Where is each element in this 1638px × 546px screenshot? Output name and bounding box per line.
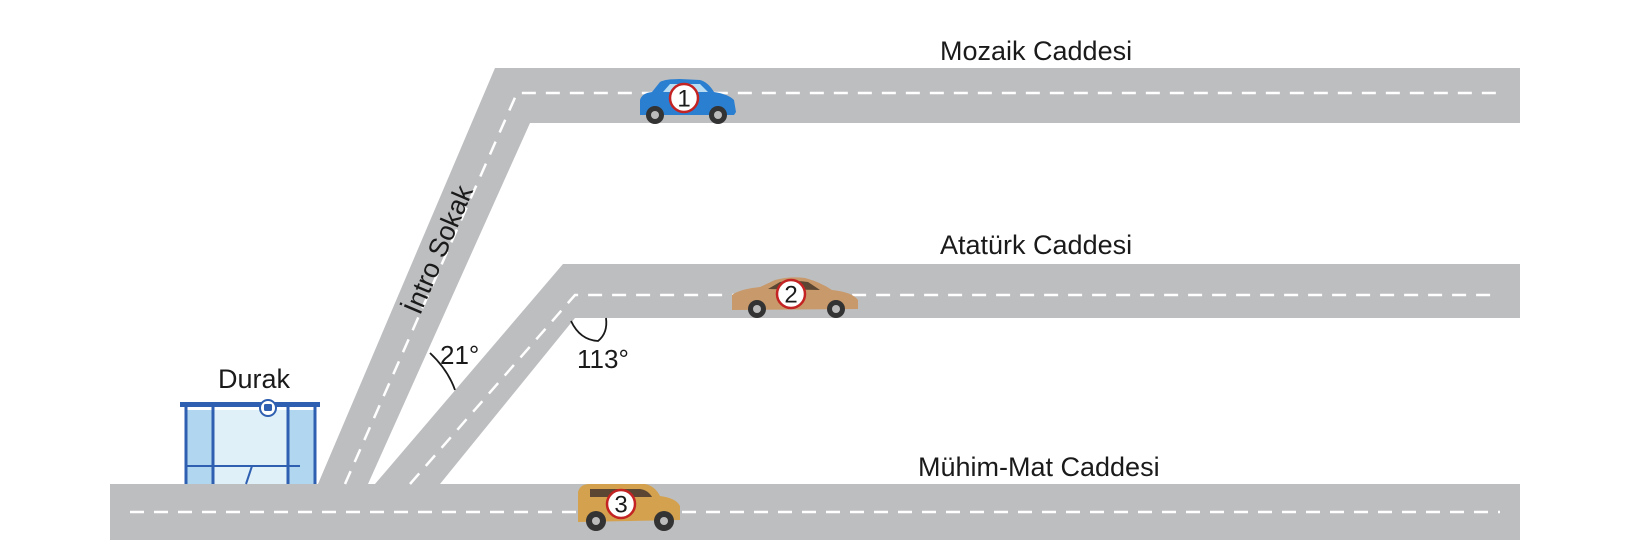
car-1-wheel-front-hub xyxy=(714,111,722,119)
shelter-glass-left xyxy=(186,410,213,484)
angle-21-arc xyxy=(429,352,456,391)
car-1-number-badge xyxy=(668,82,700,114)
bus-stop-shelter xyxy=(180,399,320,485)
shelter-glass-right xyxy=(288,410,315,484)
car-1-wheel-rear-hub xyxy=(651,111,659,119)
mozaik-lane-marking xyxy=(343,91,1500,485)
angle-113-label: 113° xyxy=(577,344,629,374)
car-2-wheel-rear-hub xyxy=(753,305,761,313)
car-2-wheel-front-hub xyxy=(832,305,840,313)
car-3-number-badge xyxy=(605,488,637,520)
car-1-number: 1 xyxy=(677,86,690,113)
ataturk-lane-marking xyxy=(409,293,1500,485)
ataturk-caddesi-road xyxy=(375,264,1520,484)
car-3: 3 xyxy=(578,484,680,531)
mozaik-caddesi-label: Mozaik Caddesi xyxy=(940,36,1132,66)
shelter-roof xyxy=(180,402,320,407)
car-2: 2 xyxy=(732,277,858,318)
car-1: 1 xyxy=(640,79,736,124)
angle-113-arc xyxy=(570,317,608,342)
muhim-mat-caddesi-label: Mühim-Mat Caddesi xyxy=(918,452,1160,482)
car-3-wheel-rear-hub xyxy=(592,517,600,525)
car-3-wheel-front-hub xyxy=(660,517,668,525)
shelter-bench-leg xyxy=(245,465,253,485)
car-2-number: 2 xyxy=(784,282,797,309)
ataturk-caddesi-label: Atatürk Caddesi xyxy=(940,230,1132,260)
bus-stop-label: Durak xyxy=(218,364,291,394)
car-3-number: 3 xyxy=(614,492,627,519)
lane-markings xyxy=(130,91,1500,514)
angle-21-label: 21° xyxy=(440,340,479,370)
car-2-number-badge xyxy=(775,278,807,310)
bus-icon-body xyxy=(264,404,272,411)
mozaik-caddesi-road xyxy=(318,68,1520,484)
